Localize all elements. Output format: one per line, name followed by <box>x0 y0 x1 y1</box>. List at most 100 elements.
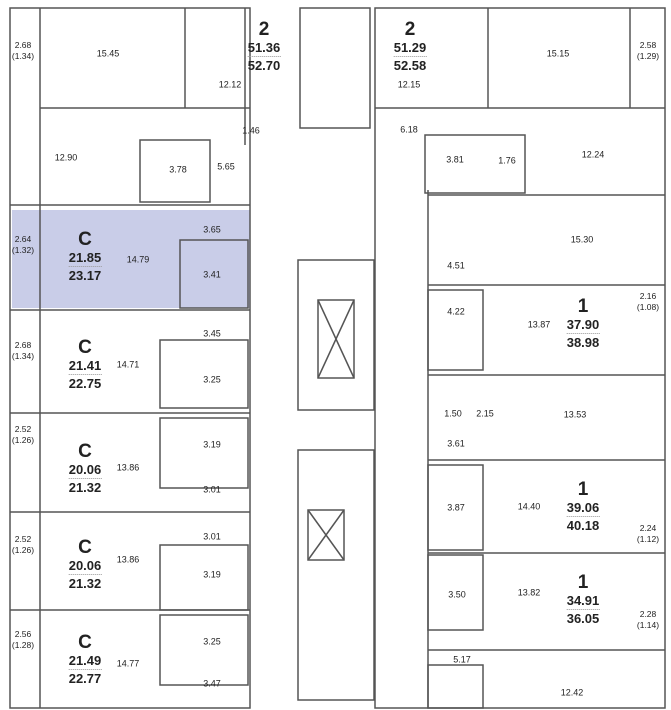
room-area: 3.61 <box>447 438 465 449</box>
living-area: 51.29 <box>393 40 427 57</box>
living-area: 20.06 <box>68 462 102 479</box>
apartment-type: C <box>78 337 92 358</box>
total-area: 36.05 <box>566 611 600 626</box>
room-area: 3.41 <box>203 269 221 280</box>
room-area: 3.25 <box>203 374 221 385</box>
room-area: 13.82 <box>517 587 541 598</box>
balcony-area: 2.64(1.32) <box>12 234 34 256</box>
room-area: 4.22 <box>447 306 465 317</box>
living-area: 21.85 <box>68 250 102 267</box>
room-area: 3.65 <box>203 224 221 235</box>
apartment-type: C <box>78 632 92 653</box>
balcony-reduced-area: (1.12) <box>636 534 660 544</box>
apartment-type: C <box>78 229 92 250</box>
room-area: 3.78 <box>169 164 187 175</box>
balcony-reduced-area: (1.08) <box>636 302 660 312</box>
apartment-type: 1 <box>577 572 589 593</box>
room-area: 12.42 <box>560 687 584 698</box>
balcony-area-value: 2.24 <box>639 523 657 533</box>
balcony-area: 2.68(1.34) <box>12 40 34 62</box>
balcony-area-value: 2.28 <box>639 609 657 619</box>
living-area: 34.91 <box>566 593 600 610</box>
room-area: 5.17 <box>453 654 471 665</box>
room-area: 6.18 <box>400 124 418 135</box>
room-area: 14.77 <box>116 658 140 669</box>
balcony-area: 2.56(1.28) <box>12 629 34 651</box>
balcony-reduced-area: (1.14) <box>636 620 660 630</box>
room-area: 13.87 <box>527 319 551 330</box>
living-area: 37.90 <box>566 317 600 334</box>
room-area: 3.45 <box>203 328 221 339</box>
apartment-type: C <box>78 441 92 462</box>
room-area: 3.01 <box>203 531 221 542</box>
room-area: 4.51 <box>447 260 465 271</box>
room-area: 1.76 <box>498 155 516 166</box>
apartment-type: 2 <box>258 19 270 40</box>
total-area: 23.17 <box>68 268 102 283</box>
total-area: 21.32 <box>68 480 102 495</box>
total-area: 22.75 <box>68 376 102 391</box>
balcony-area: 2.52(1.26) <box>12 534 34 556</box>
room-area: 1.46 <box>242 125 260 136</box>
room-area: 12.90 <box>54 152 78 163</box>
total-area: 52.70 <box>247 58 281 73</box>
room-area: 5.65 <box>217 161 235 172</box>
balcony-reduced-area: (1.26) <box>11 435 35 445</box>
apartment-type: C <box>78 537 92 558</box>
total-area: 21.32 <box>68 576 102 591</box>
room-area: 3.01 <box>203 484 221 495</box>
balcony-reduced-area: (1.29) <box>636 51 660 61</box>
living-area: 20.06 <box>68 558 102 575</box>
room-area: 3.50 <box>448 589 466 600</box>
balcony-reduced-area: (1.34) <box>11 51 35 61</box>
balcony-reduced-area: (1.34) <box>11 351 35 361</box>
room-area: 12.12 <box>218 79 242 90</box>
balcony-area-value: 2.56 <box>14 629 32 639</box>
room-area: 3.19 <box>203 569 221 580</box>
living-area: 39.06 <box>566 500 600 517</box>
room-area: 15.45 <box>96 48 120 59</box>
balcony-area: 2.58(1.29) <box>637 40 659 62</box>
room-area: 13.86 <box>116 554 140 565</box>
total-area: 52.58 <box>393 58 427 73</box>
total-area: 38.98 <box>566 335 600 350</box>
balcony-area-value: 2.52 <box>14 424 32 434</box>
living-area: 21.41 <box>68 358 102 375</box>
room-area: 3.19 <box>203 439 221 450</box>
balcony-area-value: 2.16 <box>639 291 657 301</box>
room-area: 13.86 <box>116 462 140 473</box>
room-area: 14.79 <box>126 254 150 265</box>
room-area: 3.25 <box>203 636 221 647</box>
balcony-area: 2.24(1.12) <box>637 523 659 545</box>
apartment-type: 1 <box>577 479 589 500</box>
living-area: 21.49 <box>68 653 102 670</box>
balcony-area-value: 2.58 <box>639 40 657 50</box>
room-area: 13.53 <box>563 409 587 420</box>
balcony-area: 2.16(1.08) <box>637 291 659 313</box>
room-area: 3.81 <box>446 154 464 165</box>
room-area: 1.50 <box>444 408 462 419</box>
balcony-reduced-area: (1.32) <box>11 245 35 255</box>
apartment-type: 1 <box>577 296 589 317</box>
total-area: 22.77 <box>68 671 102 686</box>
room-area: 12.24 <box>581 149 605 160</box>
room-area: 12.15 <box>397 79 421 90</box>
balcony-area-value: 2.68 <box>14 40 32 50</box>
room-area: 3.47 <box>203 678 221 689</box>
room-area: 14.40 <box>517 501 541 512</box>
room-area: 15.30 <box>570 234 594 245</box>
balcony-area-value: 2.68 <box>14 340 32 350</box>
balcony-area-value: 2.64 <box>14 234 32 244</box>
